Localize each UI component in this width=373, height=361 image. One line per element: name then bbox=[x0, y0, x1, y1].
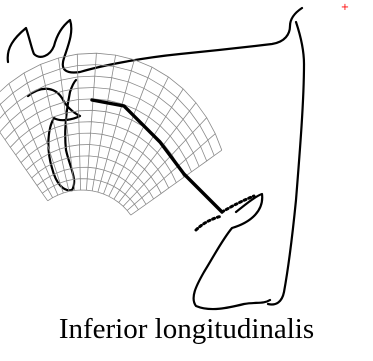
larynx-contour bbox=[194, 194, 270, 309]
lip-contour bbox=[28, 80, 80, 190]
tongue-mesh bbox=[0, 53, 222, 215]
pharynx-wall bbox=[268, 22, 304, 305]
mesh-radial-line bbox=[0, 96, 53, 198]
mesh-radial-line bbox=[104, 67, 153, 194]
mesh-arc-line bbox=[0, 65, 214, 156]
figure-caption: Inferior longitudinalis bbox=[0, 311, 373, 347]
mesh-arc-line bbox=[0, 76, 207, 161]
mesh-arc-line bbox=[16, 122, 177, 183]
hyoid-dotted-segment bbox=[196, 216, 222, 230]
mesh-arc-line bbox=[48, 190, 131, 215]
mesh-radial-line bbox=[9, 84, 58, 196]
palate-contour bbox=[8, 8, 302, 72]
red-cross-marker: + bbox=[341, 2, 349, 13]
mesh-arc-line bbox=[10, 110, 184, 177]
inferior-longitudinalis-line bbox=[92, 100, 222, 212]
mesh-radial-line bbox=[131, 150, 222, 215]
mesh-radial-line bbox=[127, 134, 215, 211]
